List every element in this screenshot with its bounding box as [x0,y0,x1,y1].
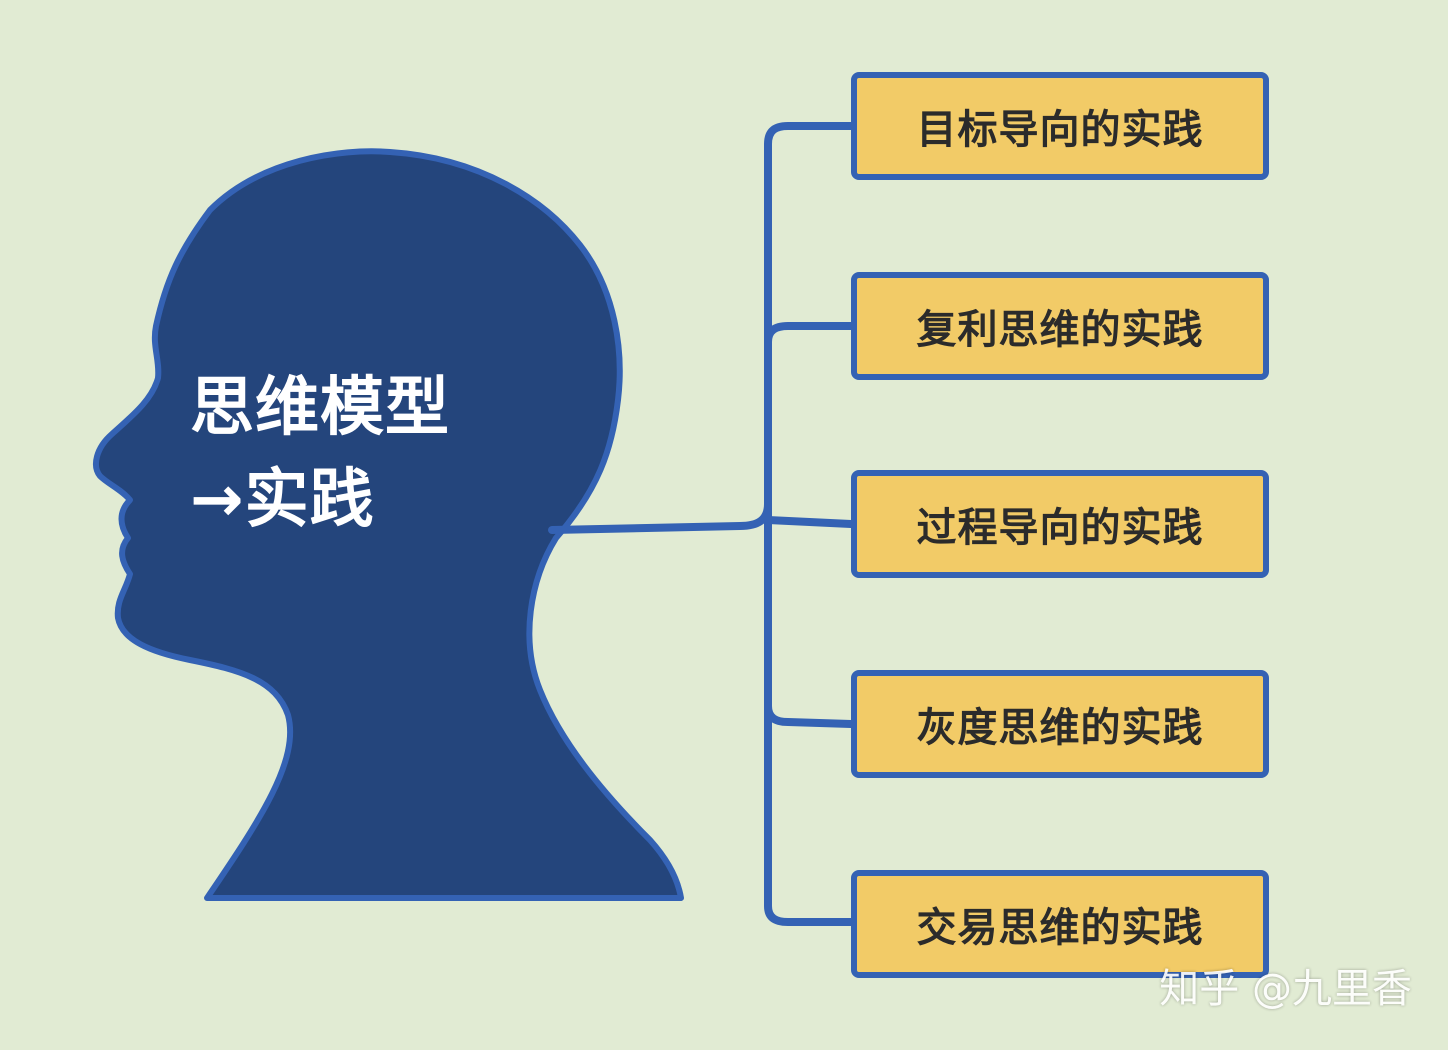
branch-label: 交易思维的实践 [916,905,1204,951]
spine-connector [764,122,855,926]
branch-box-gray-thinking[interactable]: 灰度思维的实践 [851,670,1269,778]
branch-box-process-oriented[interactable]: 过程导向的实践 [851,470,1269,578]
connector-lines [548,122,855,926]
branch-connector-3 [764,516,855,528]
central-topic: 思维模型 →实践 [190,362,450,546]
branch-box-trading-thinking[interactable]: 交易思维的实践 [851,870,1269,978]
branch-connector-2 [764,322,855,346]
branch-label: 灰度思维的实践 [916,705,1204,751]
central-topic-line2: →实践 [190,463,375,537]
branch-label: 过程导向的实践 [916,505,1204,551]
branch-label: 复利思维的实践 [916,307,1204,353]
branch-box-compound-thinking[interactable]: 复利思维的实践 [851,272,1269,380]
central-topic-line1: 思维模型 [190,371,450,445]
branch-label: 目标导向的实践 [916,107,1204,153]
trunk-connector [548,500,772,534]
head-silhouette [93,148,684,901]
branch-box-goal-oriented[interactable]: 目标导向的实践 [851,72,1269,180]
branch-connector-4 [764,702,855,728]
watermark: 知乎 @九里香 [1159,966,1412,1012]
